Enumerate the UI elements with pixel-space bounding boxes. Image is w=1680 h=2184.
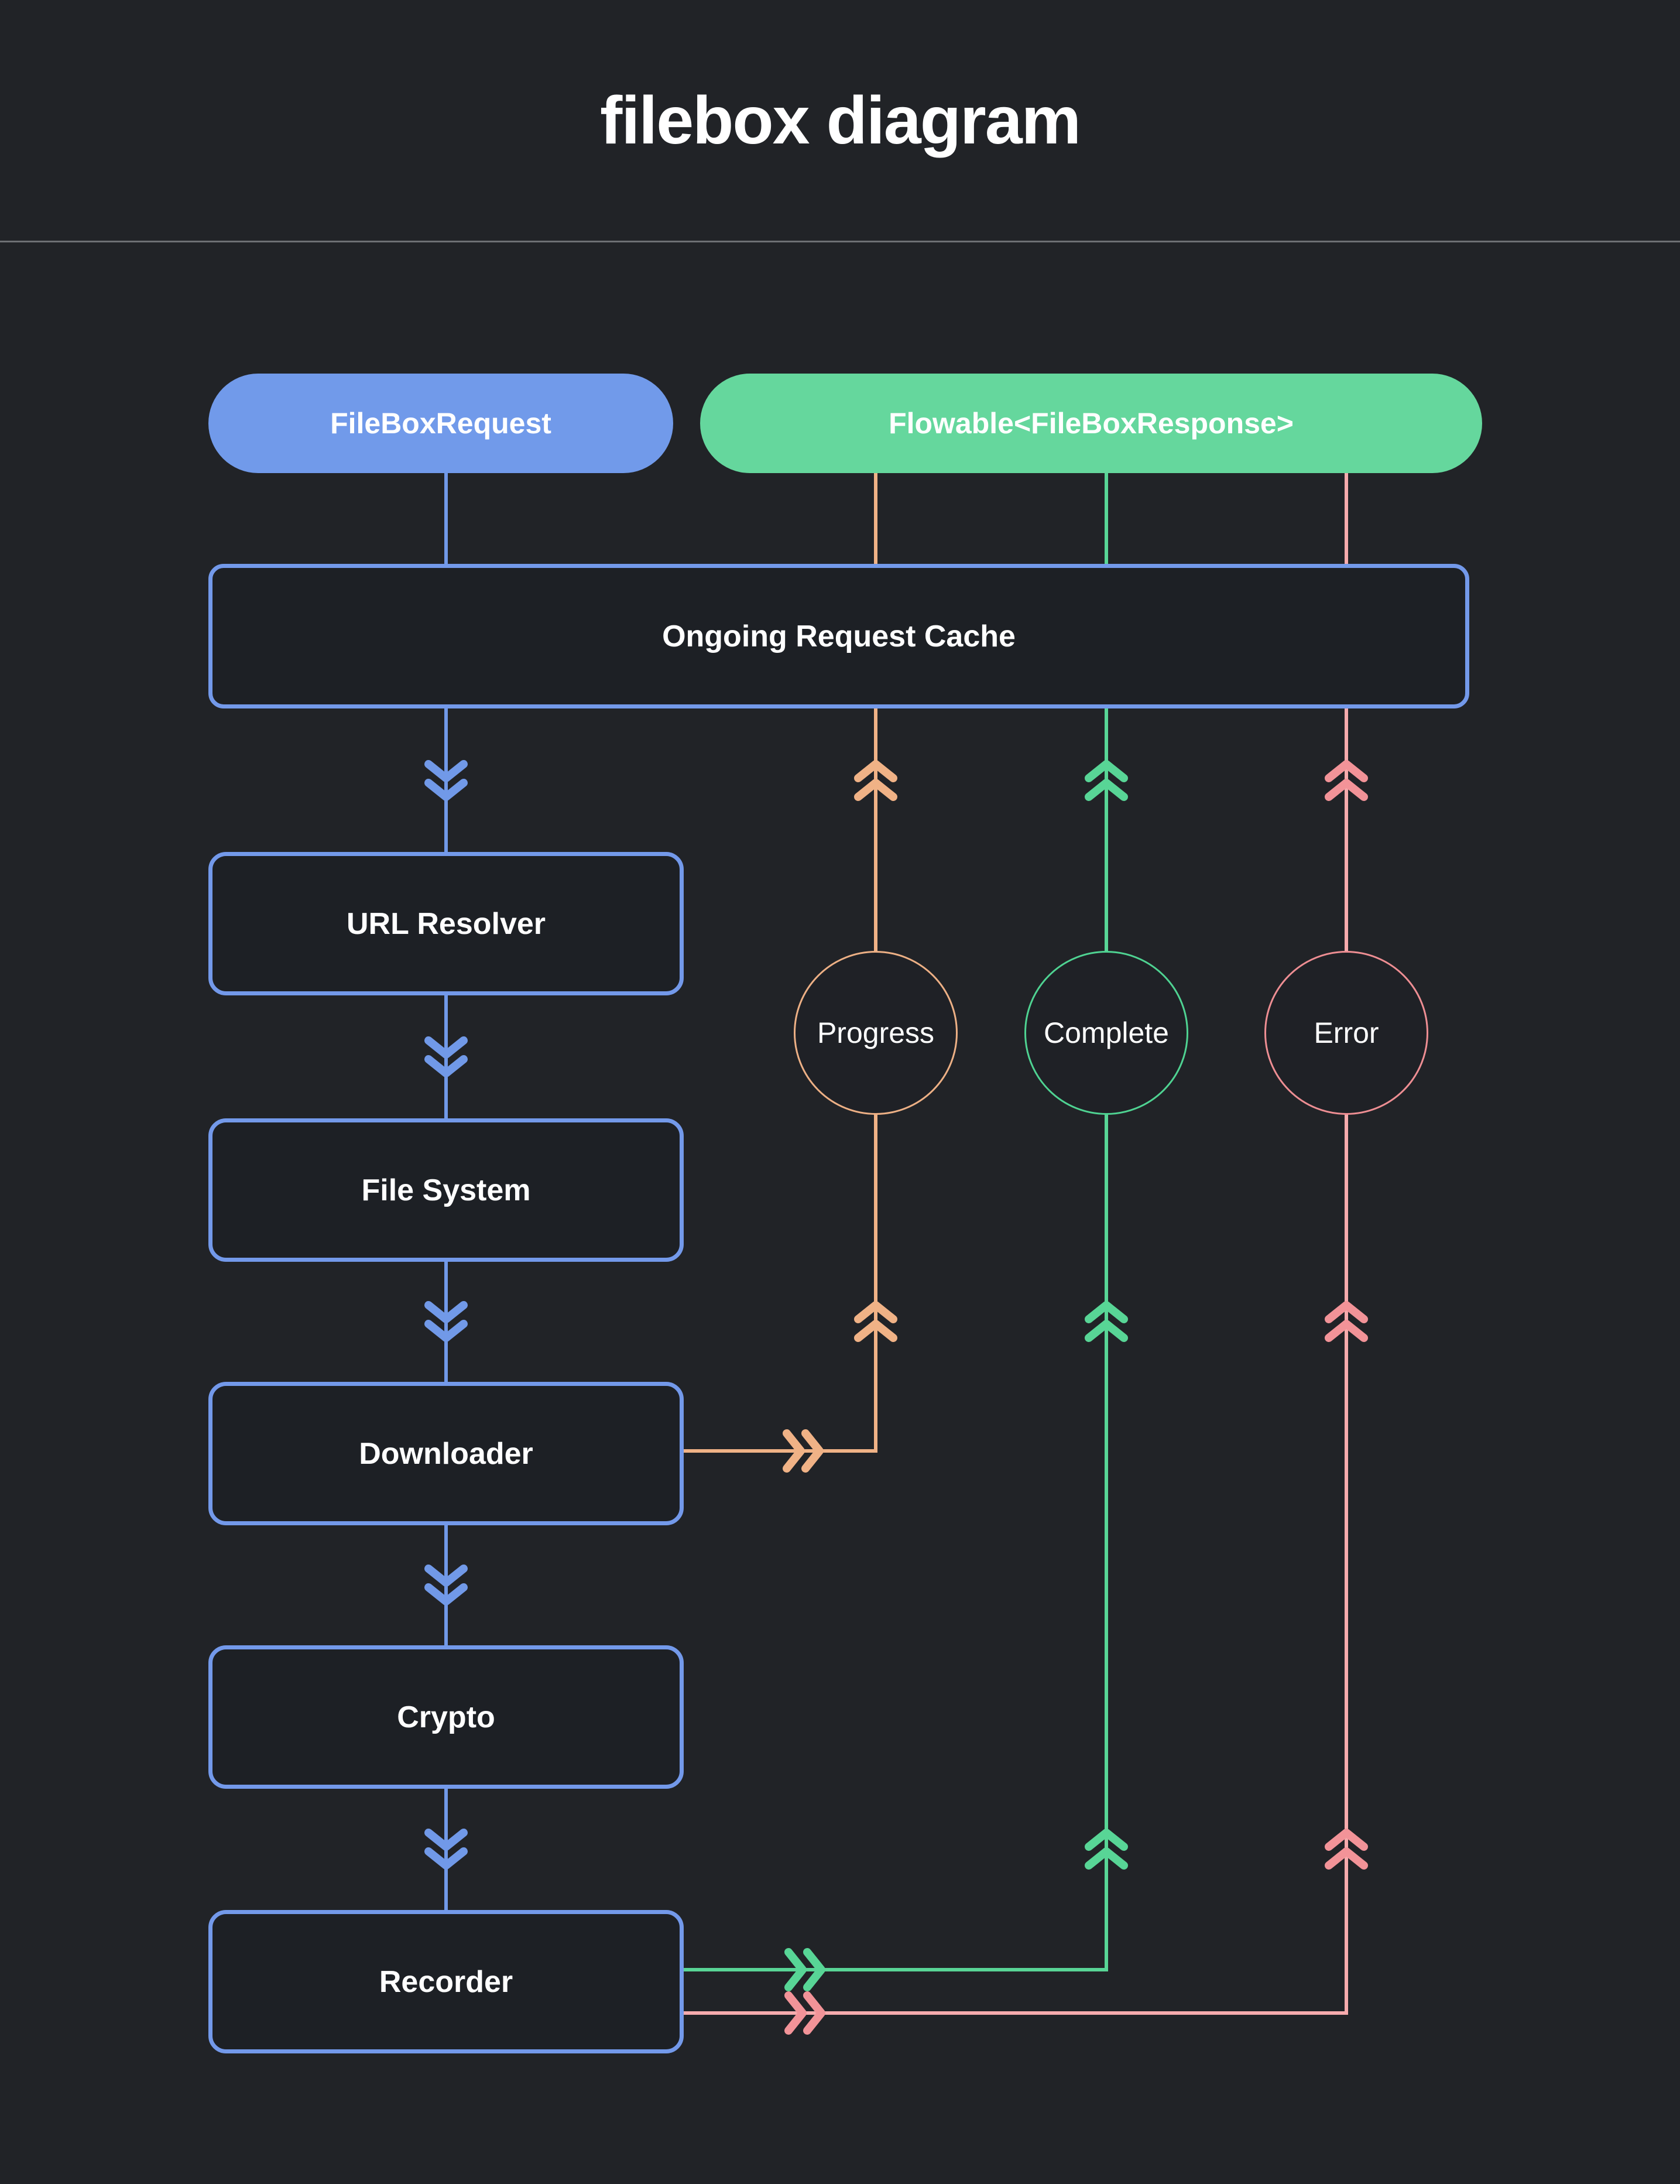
node-label: Downloader [359, 1436, 533, 1471]
node-filebox-request: FileBoxRequest [208, 374, 673, 473]
node-label: Progress [817, 1016, 935, 1049]
diagram-header: filebox diagram [0, 0, 1680, 241]
edge-progress-line [684, 473, 877, 1453]
node-flowable-response: Flowable<FileBoxResponse> [700, 374, 1482, 473]
node-label: File System [361, 1173, 531, 1207]
node-recorder: Recorder [208, 1910, 684, 2053]
node-label: URL Resolver [346, 906, 546, 941]
header-divider [0, 241, 1680, 242]
node-event-complete: Complete [1024, 951, 1188, 1115]
node-label: Complete [1044, 1016, 1169, 1049]
edge-error-line [684, 473, 1348, 2015]
arrow-chevrons-error [784, 760, 1368, 2035]
node-downloader: Downloader [208, 1382, 684, 1525]
node-ongoing-request-cache: Ongoing Request Cache [208, 564, 1469, 708]
node-label: Flowable<FileBoxResponse> [889, 407, 1294, 440]
node-label: Recorder [379, 1964, 513, 1999]
node-event-error: Error [1264, 951, 1428, 1115]
node-label: FileBoxRequest [330, 407, 551, 440]
arrow-chevrons-complete [784, 760, 1128, 1991]
node-crypto: Crypto [208, 1645, 684, 1789]
node-file-system: File System [208, 1118, 684, 1262]
arrow-down-chevrons-blue [424, 760, 468, 1870]
node-event-progress: Progress [794, 951, 958, 1115]
node-label: Crypto [397, 1700, 495, 1734]
node-label: Error [1314, 1016, 1379, 1049]
arrow-chevrons-progress [783, 760, 897, 1473]
node-url-resolver: URL Resolver [208, 852, 684, 995]
node-label: Ongoing Request Cache [662, 619, 1016, 653]
page-title: filebox diagram [600, 83, 1081, 158]
